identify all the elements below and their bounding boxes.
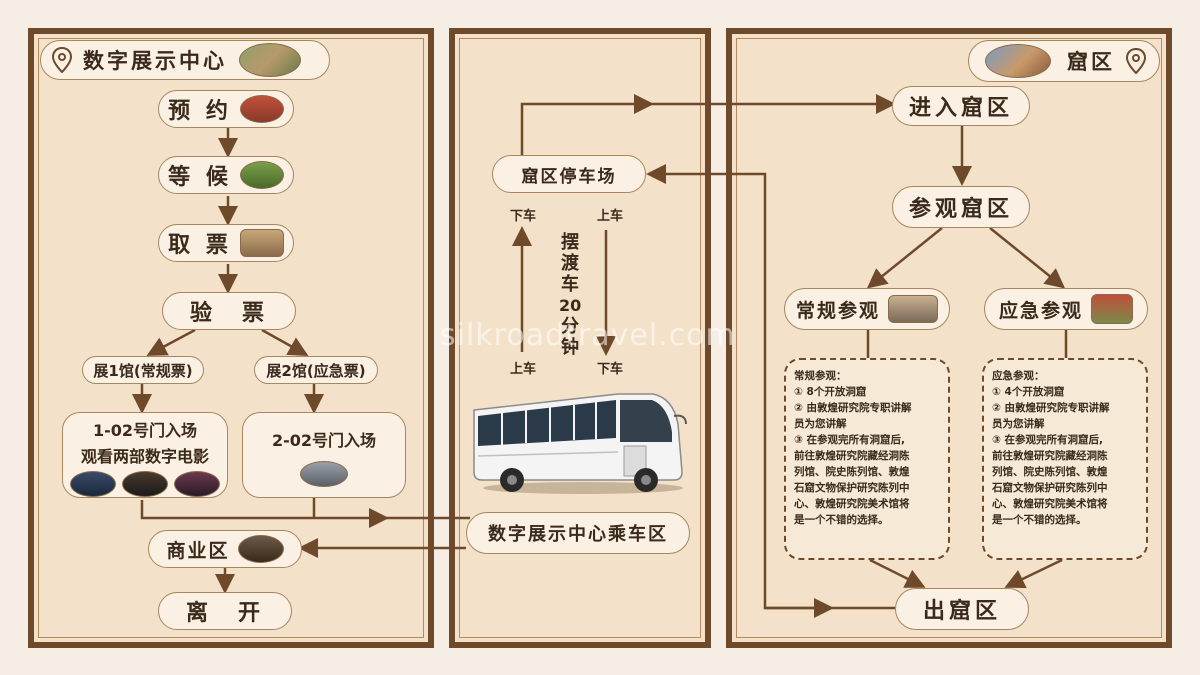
emergency-visit-details: 应急参观： ① 4个开放洞窟 ② 由敦煌研究院专职讲解 员为您讲解 ③ 在参观完… xyxy=(982,358,1148,560)
ticket-office-photo-icon xyxy=(239,229,284,257)
board-label-bottom: 上车 xyxy=(510,362,537,377)
pagoda-photo-icon xyxy=(239,95,284,123)
exit-cave-area: 出窟区 xyxy=(895,588,1029,630)
step-reserve: 预 约 xyxy=(158,90,294,128)
regular-detail-line: 石窟文物保护研究陈列中 xyxy=(794,482,910,494)
watermark: silkroadtravel.com xyxy=(440,318,736,353)
museum-photo-icon xyxy=(888,295,938,323)
emergency-detail-line: 是一个不错的选择。 xyxy=(992,514,1087,526)
regular-detail-line: ② 由敦煌研究院专职讲解 xyxy=(794,402,912,414)
exit-cave-area-label: 出窟区 xyxy=(922,599,1001,624)
enter-cave-area-label: 进入窟区 xyxy=(908,96,1013,121)
enter-cave-area: 进入窟区 xyxy=(892,86,1030,126)
emergency-detail-line: 员为您讲解 xyxy=(992,418,1045,430)
business-area-label: 商业区 xyxy=(166,539,230,562)
cave-parking-lot-label: 窟区停车场 xyxy=(521,166,617,187)
regular-detail-line: 员为您讲解 xyxy=(794,418,847,430)
pagoda-photo-icon xyxy=(1091,294,1133,324)
hall1-text: 展1馆(常规票) xyxy=(93,361,193,380)
emergency-detail-line: ① 4个开放洞窟 xyxy=(992,386,1065,398)
emergency-visit: 应急参观 xyxy=(984,288,1148,330)
business-area: 商业区 xyxy=(148,530,302,568)
trees-photo-icon xyxy=(239,161,284,189)
visit-cave-area-label: 参观窟区 xyxy=(908,197,1013,222)
digital-center-station-label: 数字展示中心乘车区 xyxy=(488,524,668,545)
step-check-label: 验 票 xyxy=(189,301,268,326)
emergency-detail-line: 心、敦煌研究院美术馆将 xyxy=(992,498,1108,510)
hall2-card: 2-02号门入场 xyxy=(242,412,406,498)
shuttle-duration: 摆 渡 车 20 分 钟 xyxy=(559,232,581,358)
emergency-detail-line: 列馆、院史陈列馆、敦煌 xyxy=(992,466,1108,478)
emergency-detail-line: ③ 在参观完所有洞窟后, xyxy=(992,434,1104,446)
hall1-card-line1: 1-02号门入场 xyxy=(92,421,198,440)
shop-photo-icon xyxy=(237,535,284,563)
regular-visit-details: 常规参观： ① 8个开放洞窟 ② 由敦煌研究院专职讲解 员为您讲解 ③ 在参观完… xyxy=(784,358,950,560)
shuttle-char-5: 分 xyxy=(561,316,579,337)
cinema-photo-icon xyxy=(70,471,116,497)
cave-parking-lot: 窟区停车场 xyxy=(492,155,646,193)
shuttle-bus-icon xyxy=(473,393,687,494)
emergency-detail-line: 石窟文物保护研究陈列中 xyxy=(992,482,1108,494)
hall2-photos xyxy=(243,461,405,487)
emergency-visit-label: 应急参观 xyxy=(998,299,1083,322)
regular-detail-line: 常规参观： xyxy=(794,370,847,382)
step-wait: 等 候 xyxy=(158,156,294,194)
shuttle-char-2: 渡 xyxy=(561,253,579,274)
alight-label-top: 下车 xyxy=(510,209,537,224)
shuttle-char-1: 摆 xyxy=(561,232,579,253)
shuttle-char-4: 20 xyxy=(559,296,582,315)
right-header: 窟区 xyxy=(968,40,1160,82)
cave-temple-photo-icon xyxy=(985,44,1051,78)
hall1-photos xyxy=(63,471,227,497)
regular-detail-line: 心、敦煌研究院美术馆将 xyxy=(794,498,910,510)
step-reserve-label: 预 约 xyxy=(168,99,232,124)
hall2-label: 展2馆(应急票) xyxy=(254,356,378,384)
emergency-detail-line: 前往敦煌研究院藏经洞陈 xyxy=(992,450,1108,462)
step-ticket-label: 取 票 xyxy=(168,233,232,258)
hall1-card-line2: 观看两部数字电影 xyxy=(80,447,209,466)
regular-detail-line: 前往敦煌研究院藏经洞陈 xyxy=(794,450,910,462)
regular-visit-label: 常规参观 xyxy=(795,299,880,322)
hall1-label: 展1馆(常规票) xyxy=(82,356,204,384)
leave-label: 离 开 xyxy=(185,601,264,626)
mural-photo-icon xyxy=(174,471,220,497)
step-wait-label: 等 候 xyxy=(168,165,232,190)
emergency-detail-line: ② 由敦煌研究院专职讲解 xyxy=(992,402,1110,414)
left-header: 数字展示中心 xyxy=(40,40,330,80)
step-ticket: 取 票 xyxy=(158,224,294,262)
shuttle-char-6: 钟 xyxy=(561,337,579,358)
visit-cave-area: 参观窟区 xyxy=(892,186,1030,228)
location-pin-icon xyxy=(1125,48,1147,74)
digital-center-station: 数字展示中心乘车区 xyxy=(466,512,690,554)
regular-detail-line: ③ 在参观完所有洞窟后, xyxy=(794,434,906,446)
emergency-detail-line: 应急参观： xyxy=(992,370,1045,382)
hall2-card-text: 2-02号门入场 xyxy=(271,431,377,450)
board-label-top: 上车 xyxy=(597,209,624,224)
left-header-title: 数字展示中心 xyxy=(83,49,227,73)
location-pin-icon xyxy=(51,47,73,73)
regular-detail-line: 列馆、院史陈列馆、敦煌 xyxy=(794,466,910,478)
cave-cliff-photo-icon xyxy=(239,43,301,77)
entrance-gate-photo-icon xyxy=(300,461,348,487)
leave: 离 开 xyxy=(158,592,292,630)
regular-detail-line: ① 8个开放洞窟 xyxy=(794,386,867,398)
step-check: 验 票 xyxy=(162,292,296,330)
alight-label-bottom: 下车 xyxy=(597,362,624,377)
dome-photo-icon xyxy=(122,471,168,497)
right-header-title: 窟区 xyxy=(1067,50,1115,74)
regular-visit: 常规参观 xyxy=(784,288,950,330)
hall1-card: 1-02号门入场 观看两部数字电影 xyxy=(62,412,228,498)
hall2-text: 展2馆(应急票) xyxy=(266,361,366,380)
regular-detail-line: 是一个不错的选择。 xyxy=(794,514,889,526)
shuttle-char-3: 车 xyxy=(561,274,579,295)
